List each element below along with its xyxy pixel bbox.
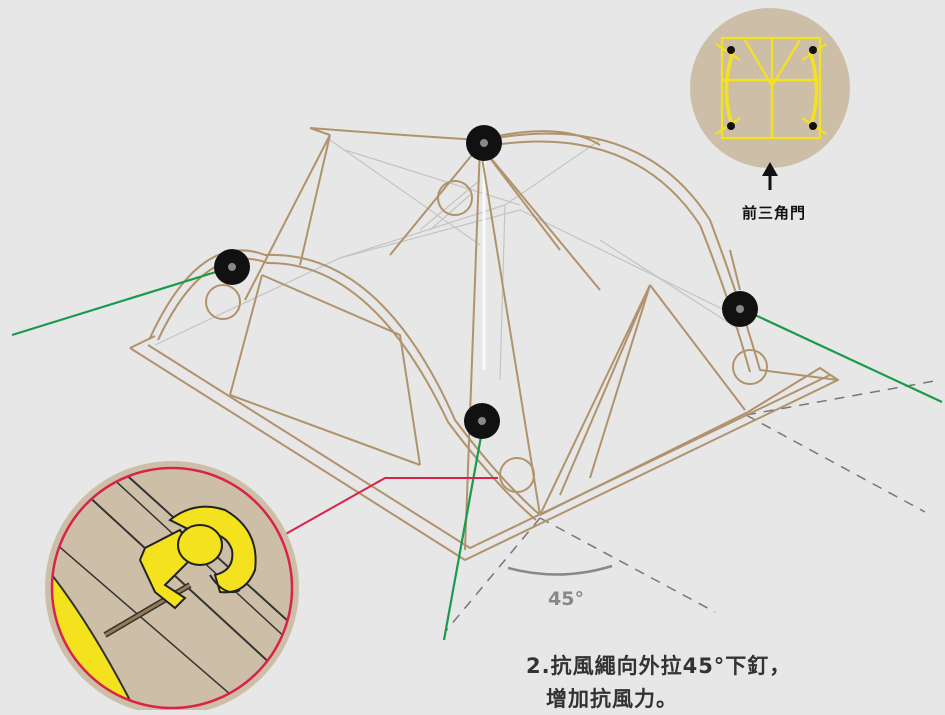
- arrow-up-icon: [762, 162, 778, 190]
- caption-line-2: 增加抗風力。: [546, 686, 678, 711]
- angle-label: 45°: [548, 588, 584, 610]
- caption-line-1: 2.抗風繩向外拉45°下釘，: [526, 654, 792, 678]
- caption: 2.抗風繩向外拉45°下釘， 增加抗風力。: [526, 650, 936, 715]
- callout-line: [274, 477, 498, 541]
- angle-arc: [507, 564, 613, 576]
- front-triangle-door-label: 前三角門: [741, 204, 806, 222]
- front-door-inset: [690, 8, 850, 190]
- guy-lines: [11, 265, 943, 641]
- anchor-points: [214, 125, 758, 439]
- tent-frame: [129, 127, 839, 561]
- inset-detail: [45, 461, 299, 710]
